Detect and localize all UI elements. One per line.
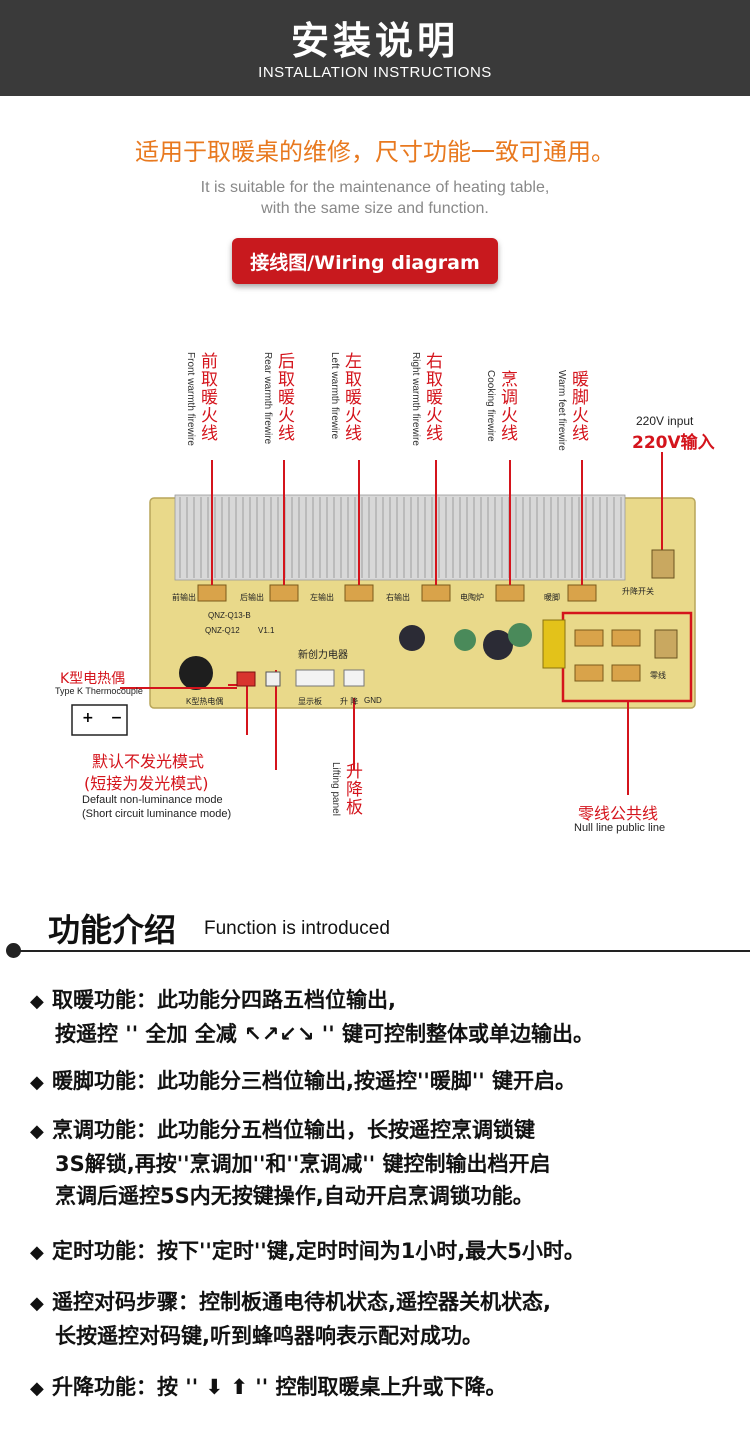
page-title: 安装说明 [290, 19, 459, 63]
function-item-pairing: ◆ 遥控对码步骤：控制板通电待机状态,遥控器关机状态, 长按遥控对码键,听到蜂鸣器… [30, 1286, 551, 1352]
page-header: 安装说明 INSTALLATION INSTRUCTIONS [0, 0, 750, 96]
intro-en-line1: It is suitable for the maintenance of he… [200, 179, 550, 196]
silk-neutral: 零线 [650, 671, 666, 680]
function-line: 升降功能：按 '' ⬇ ⬆ '' 控制取暖桌上升或下降。 [52, 1375, 507, 1399]
diamond-icon: ◆ [30, 1072, 44, 1093]
function-line: 烹调后遥控5S内无按键操作,自动开启烹调锁功能。 [55, 1184, 534, 1208]
function-line: 长按遥控对码键,听到蜂鸣器响表示配对成功。 [55, 1324, 483, 1348]
label-right-warmth-cn: 右取暖火线 [422, 352, 442, 442]
silk-cook-out: 电陶炉 [460, 593, 484, 602]
label-right-warmth: Right warmth firewire 右取暖火线 [410, 352, 442, 446]
function-line: 遥控对码步骤：控制板通电待机状态,遥控器关机状态, [52, 1290, 551, 1314]
label-left-warmth: Left warmth firewire 左取暖火线 [329, 352, 361, 442]
label-lifting-panel-en: Lifting panel [330, 762, 341, 816]
diamond-icon: ◆ [30, 1293, 44, 1314]
diamond-icon: ◆ [30, 1378, 44, 1399]
silk-gnd: GND [364, 696, 382, 705]
function-item-warmth: ◆ 取暖功能：此功能分四路五档位输出, 按遥控 '' 全加 全减 ↖↗↙↘ '' … [30, 984, 594, 1050]
thermocouple-label-cn: K型电热偶 [60, 671, 126, 687]
default-mode-cn1: 默认不发光模式 [92, 752, 205, 771]
null-line-cn: 零线公共线 [578, 804, 659, 823]
null-line-en: Null line public line [574, 822, 666, 834]
input-label-cn: 220V输入 [632, 433, 715, 453]
functions-title: 功能介绍 [48, 911, 177, 949]
function-line: 暖脚功能：此功能分三档位输出,按遥控''暖脚'' 键开启。 [52, 1069, 577, 1093]
silk-lift: 升 降 [340, 697, 359, 706]
thermocouple-polarity: + − [82, 710, 129, 726]
diamond-icon: ◆ [30, 1242, 44, 1263]
label-rear-warmth-cn: 后取暖火线 [274, 352, 294, 442]
silk-model2: QNZ-Q12 [205, 626, 240, 635]
silk-kthermo: K型热电偶 [186, 697, 224, 706]
label-front-warmth-cn: 前取暖火线 [197, 352, 217, 442]
label-warm-feet-en: Warm feet firewire [556, 370, 567, 451]
intro-cn: 适用于取暖桌的维修，尺寸功能一致可通用。 [135, 138, 615, 166]
silk-brand: 新创力电器 [298, 650, 348, 661]
function-item-cooking: ◆ 烹调功能：此功能分五档位输出，长按遥控烹调锁键 3S解锁,再按''烹调加''和… [30, 1114, 550, 1212]
label-left-warmth-cn: 左取暖火线 [341, 352, 361, 442]
silk-left-out: 左输出 [310, 593, 334, 602]
page-subtitle: INSTALLATION INSTRUCTIONS [258, 64, 492, 81]
label-front-warmth-en: Front warmth firewire [185, 352, 196, 446]
silk-display: 显示板 [298, 697, 322, 706]
function-line: 取暖功能：此功能分四路五档位输出, [52, 988, 396, 1012]
label-cooking: Cooking firewire 烹调火线 [485, 370, 517, 442]
function-item-lift: ◆ 升降功能：按 '' ⬇ ⬆ '' 控制取暖桌上升或下降。 [30, 1371, 506, 1405]
label-rear-warmth-en: Rear warmth firewire [262, 352, 273, 445]
silk-version: V1.1 [258, 626, 275, 635]
function-line: 按遥控 '' 全加 全减 ↖↗↙↘ '' 键可控制整体或单边输出。 [55, 1022, 594, 1046]
silk-lift-switch: 升降开关 [622, 587, 654, 596]
silk-front-out: 前输出 [172, 593, 196, 602]
board-illustration [71, 452, 696, 795]
label-left-warmth-en: Left warmth firewire [329, 352, 340, 440]
default-mode-en1: Default non-luminance mode [82, 794, 223, 806]
label-rear-warmth: Rear warmth firewire 后取暖火线 [262, 352, 294, 445]
label-front-warmth: Front warmth firewire 前取暖火线 [185, 352, 217, 446]
label-cooking-cn: 烹调火线 [497, 370, 517, 442]
divider-line [12, 950, 750, 952]
intro-en-line2: with the same size and function. [261, 200, 489, 217]
silk-feet-out: 暖脚 [544, 593, 560, 602]
label-warm-feet-cn: 暖脚火线 [568, 370, 588, 442]
silk-model1: QNZ-Q13-B [208, 611, 251, 620]
wiring-diagram-badge: 接线图/Wiring diagram [232, 238, 498, 284]
diamond-icon: ◆ [30, 1121, 44, 1142]
functions-title-en: Function is introduced [204, 918, 390, 939]
input-label-en: 220V input [636, 414, 694, 428]
function-line: 3S解锁,再按''烹调加''和''烹调减'' 键控制输出档开启 [55, 1152, 551, 1176]
diamond-icon: ◆ [30, 991, 44, 1012]
intro-en: It is suitable for the maintenance of he… [0, 177, 750, 219]
silk-right-out: 右输出 [386, 593, 410, 602]
label-lifting-panel: Lifting panel 升降板 [330, 762, 362, 816]
label-right-warmth-en: Right warmth firewire [410, 352, 421, 446]
thermocouple-label-en: Type K Thermocouple [55, 686, 143, 696]
function-item-timer: ◆ 定时功能：按下''定时''键,定时时间为1小时,最大5小时。 [30, 1235, 585, 1269]
default-mode-en2: (Short circuit luminance mode) [82, 808, 232, 820]
function-item-feet: ◆ 暖脚功能：此功能分三档位输出,按遥控''暖脚'' 键开启。 [30, 1065, 576, 1099]
label-cooking-en: Cooking firewire [485, 370, 496, 442]
label-lifting-panel-cn: 升降板 [342, 762, 362, 816]
function-line: 定时功能：按下''定时''键,定时时间为1小时,最大5小时。 [52, 1239, 585, 1263]
silk-rear-out: 后输出 [240, 593, 264, 602]
default-mode-cn2: (短接为发光模式) [84, 774, 209, 793]
function-line: 烹调功能：此功能分五档位输出，长按遥控烹调锁键 [52, 1118, 535, 1142]
label-warm-feet: Warm feet firewire 暖脚火线 [556, 370, 588, 451]
wiring-diagram: Front warmth firewire 前取暖火线 Rear warmth … [0, 330, 750, 850]
